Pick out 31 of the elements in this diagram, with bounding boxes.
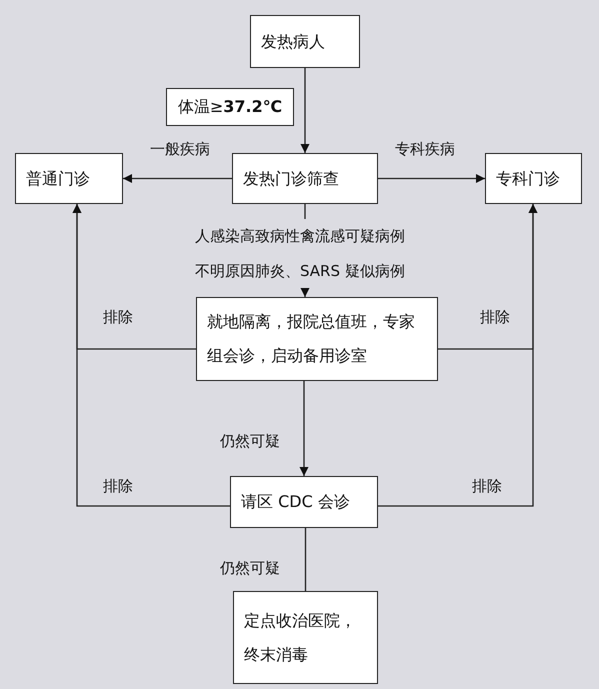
process-box bbox=[196, 297, 438, 381]
edge-label: 排除 bbox=[472, 478, 502, 494]
process-box bbox=[230, 476, 378, 528]
connector-line bbox=[304, 528, 306, 591]
edge-label: 一般疾病 bbox=[150, 141, 210, 158]
arrow bbox=[300, 381, 308, 476]
arrow bbox=[72, 204, 230, 507]
node-text: 请区 CDC 会诊 bbox=[241, 491, 350, 514]
process-box bbox=[15, 153, 123, 204]
node-text: 发热病人 bbox=[261, 30, 325, 53]
edge-label: 仍然可疑 bbox=[220, 433, 280, 450]
edge-label: 排除 bbox=[103, 478, 133, 494]
process-box bbox=[485, 153, 582, 204]
edge-label: 仍然可疑 bbox=[220, 560, 280, 576]
node-text: 体温≥37.2℃ bbox=[178, 96, 282, 118]
arrow bbox=[378, 204, 538, 507]
condition-box bbox=[166, 88, 294, 126]
process-box bbox=[250, 15, 360, 68]
node-text: 专科门诊 bbox=[496, 168, 560, 190]
node-text: 就地隔离，报院总值班，专家组会诊，启动备用诊室 bbox=[207, 311, 416, 367]
node-text: 定点收治医院，终末消毒 bbox=[244, 610, 357, 666]
arrow bbox=[123, 174, 232, 183]
node-text: 发热门诊筛查 bbox=[243, 168, 339, 190]
edge-label: 专科疾病 bbox=[395, 141, 455, 158]
process-box bbox=[233, 591, 378, 684]
node-text: 普通门诊 bbox=[26, 168, 90, 190]
arrow bbox=[300, 68, 310, 153]
arrow bbox=[378, 174, 485, 183]
edge-label: 排除 bbox=[103, 309, 133, 326]
process-box bbox=[232, 153, 378, 204]
edge-label: 排除 bbox=[480, 309, 510, 326]
